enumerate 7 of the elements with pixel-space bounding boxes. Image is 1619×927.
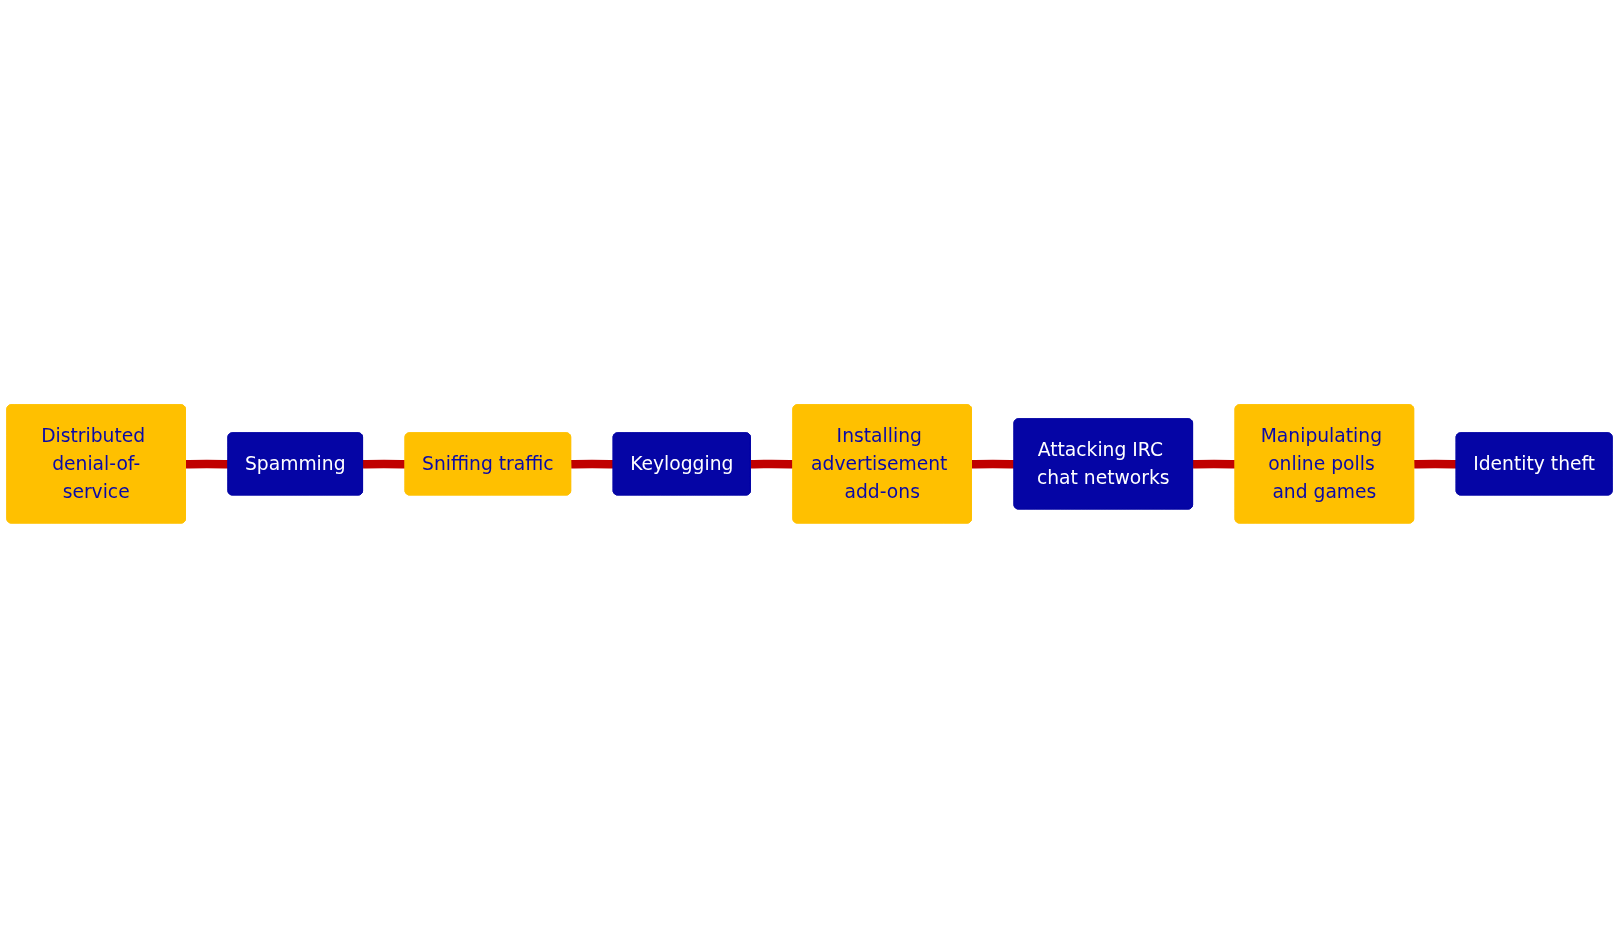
connector — [362, 459, 407, 469]
connector — [570, 459, 615, 469]
connector — [971, 459, 1016, 469]
connector — [1413, 459, 1458, 469]
connector — [1192, 459, 1237, 469]
connector — [185, 459, 229, 469]
connector — [750, 459, 794, 469]
